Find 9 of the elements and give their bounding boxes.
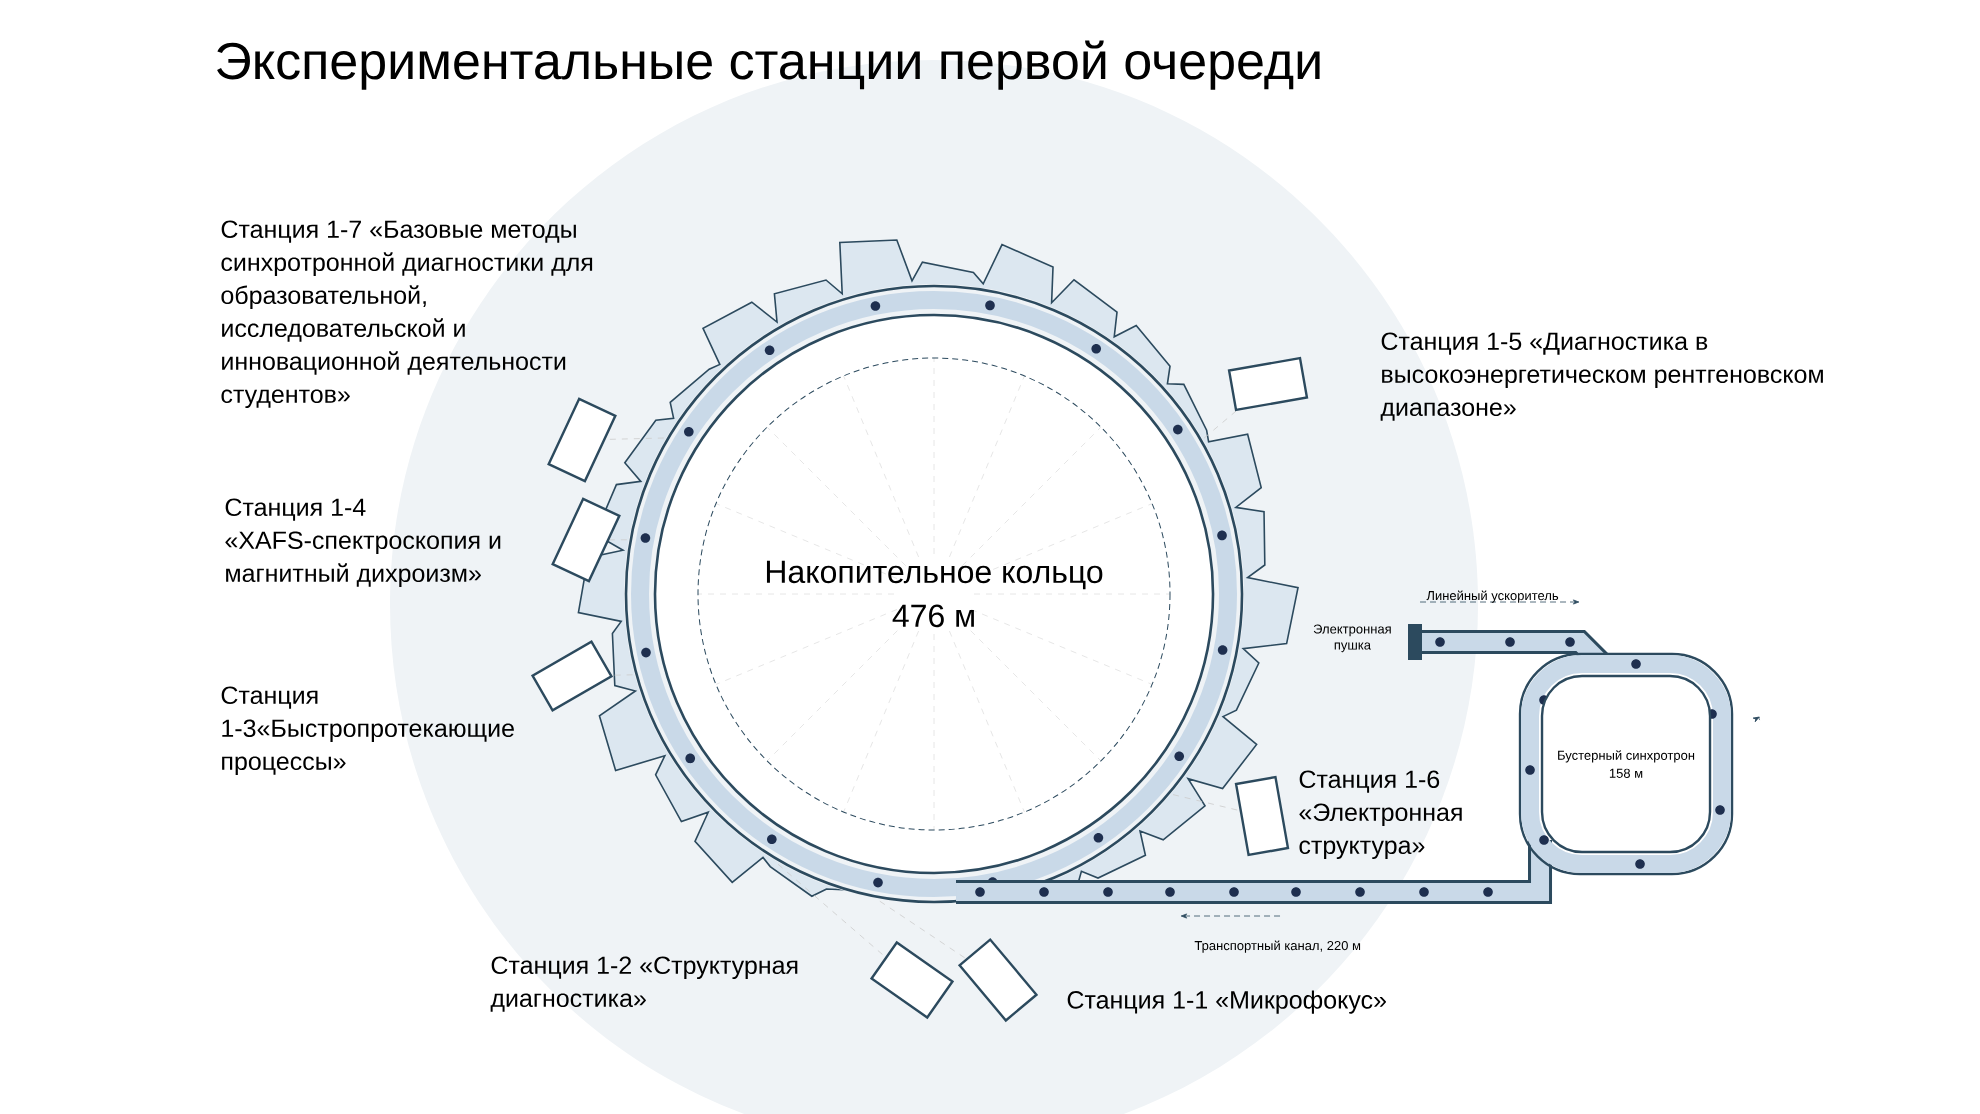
station-label: Станция 1-3«Быстропротекающие процессы» [221, 686, 514, 776]
station-label: Станция 1-4 «XAFS-спектроскопия и магнитный дихроизм» [225, 498, 501, 588]
storage-ring: Накопительное кольцо 476 м [653, 313, 1215, 875]
station-label: Станция 1-7 «Базовые методы синхротронной диагностики для образовательной, исследовательской и инновационной деятельности студентов» [221, 220, 593, 409]
station-label: Станция 1-1 «Микрофокус» [1067, 990, 1386, 1014]
title: Экспериментальные станции первой очереди [217, 40, 1320, 90]
station-label: Станция 1-5 «Диагностика в высокоэнергетическом рентгеновском диапазоне» [1380, 332, 1823, 421]
station-label: Станция 1-6 «Электронная структура» [1299, 770, 1462, 860]
station-label: Станция 1-2 «Структурная диагностика» [490, 956, 798, 1012]
